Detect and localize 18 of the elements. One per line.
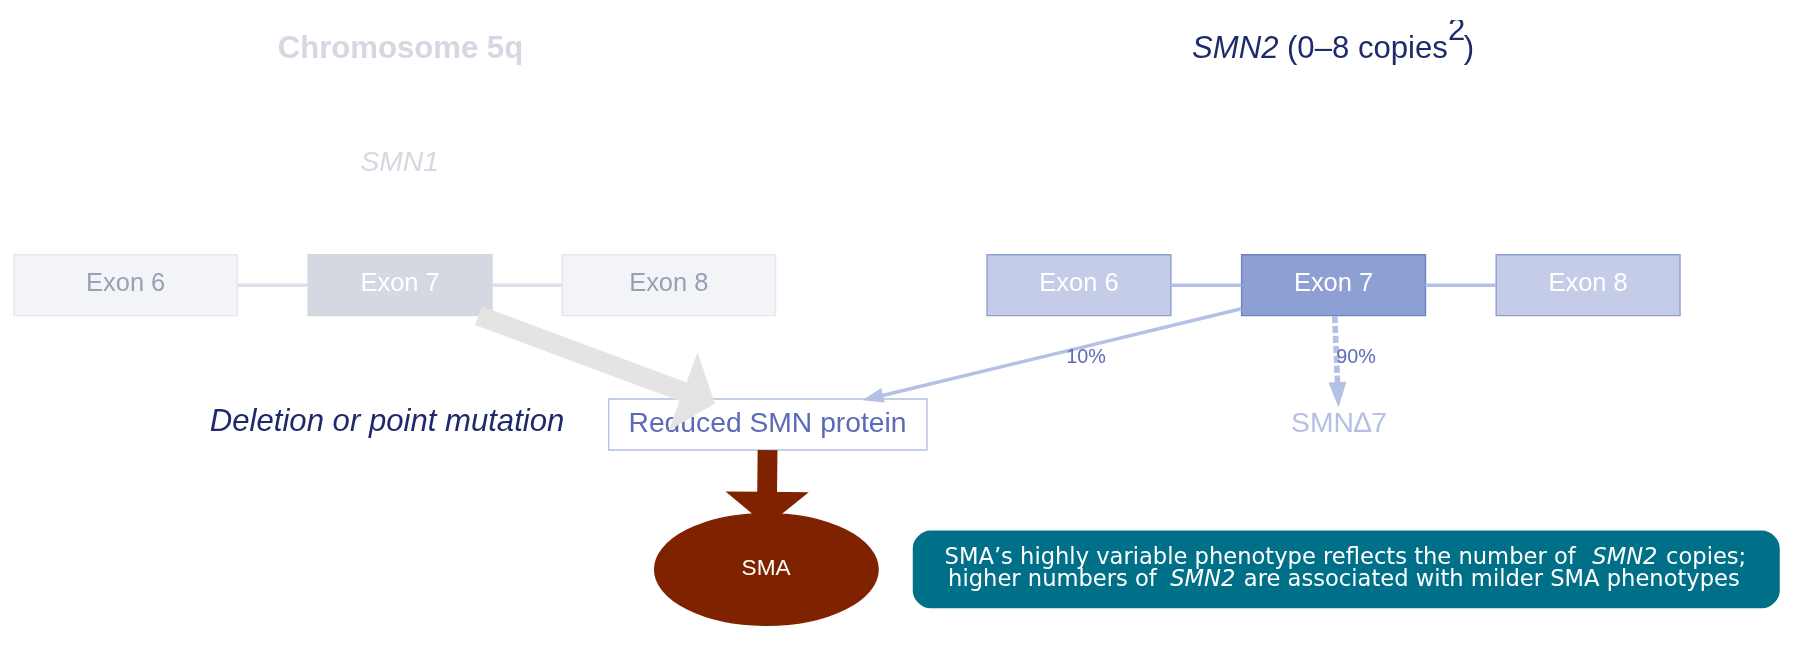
connector	[1170, 283, 1242, 287]
node-box: Exon 8	[561, 254, 777, 317]
node-box: SMA’s highly variable phenotype reflects the number of SMN2 copies; higher numbers of SMN2 are associated with milder SMA phenotypes	[912, 530, 1780, 609]
node-text: SMN∆7	[1291, 405, 1387, 438]
node-box: Exon 8	[1495, 254, 1681, 317]
arrow	[475, 306, 715, 431]
edge-label: 90%	[1336, 344, 1376, 367]
node-ellipse: SMA	[653, 512, 879, 627]
arrow	[1328, 316, 1347, 408]
node-box: Exon 6	[986, 254, 1172, 317]
connector	[492, 283, 562, 287]
label: Deletion or point mutation	[209, 403, 565, 439]
connector	[237, 283, 309, 287]
node-box: Exon 6	[13, 254, 239, 317]
connector	[1425, 283, 1497, 287]
node-box: Exon 7	[1240, 254, 1427, 317]
edge-label: 10%	[1066, 344, 1106, 367]
arrow	[862, 307, 1242, 403]
